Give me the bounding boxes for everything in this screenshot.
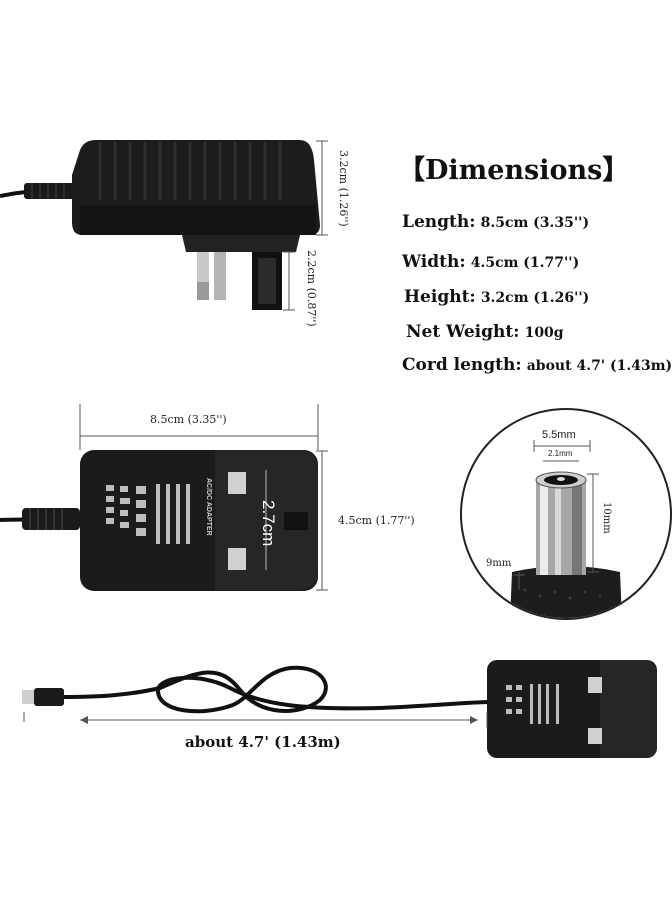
spec-label: Net Weight:	[406, 322, 520, 342]
spec-value: 8.5cm (3.35'')	[480, 215, 590, 231]
dc-connector-closeup	[460, 408, 672, 620]
connector-outer-label: 5.5mm	[542, 429, 576, 441]
spec-label: Height:	[404, 287, 476, 307]
spec-cord-length: Cord length: about 4.7' (1.43m)	[402, 355, 672, 375]
pin-spacing-label: 2.7cm	[259, 500, 278, 547]
spec-weight: Net Weight: 100g	[406, 322, 564, 342]
spec-length: Length: 8.5cm (3.35'')	[402, 212, 589, 232]
side-height-label: 3.2cm (1.26'')	[337, 150, 350, 227]
front-view-adapter	[22, 450, 318, 591]
spec-value: 4.5cm (1.77'')	[470, 255, 580, 271]
spec-label: Cord length:	[402, 355, 522, 375]
spec-label: Length:	[402, 212, 476, 232]
cord-length-label: about 4.7' (1.43m)	[185, 733, 341, 751]
spec-value: 3.2cm (1.26'')	[480, 290, 590, 306]
spec-value: 100g	[524, 325, 564, 341]
front-length-label: 8.5cm (3.35'')	[150, 413, 227, 426]
spec-label: Width:	[402, 252, 466, 272]
side-view-adapter	[24, 140, 320, 310]
side-pin-label: 2.2cm (0.87'')	[305, 250, 318, 327]
spec-width: Width: 4.5cm (1.77'')	[402, 252, 579, 272]
connector-base-label: 9mm	[486, 558, 512, 569]
spec-height: Height: 3.2cm (1.26'')	[404, 287, 589, 307]
cord-view	[22, 660, 657, 758]
connector-length-label: 10mm	[601, 502, 612, 534]
connector-inner-label: 2.1mm	[548, 449, 573, 458]
dimensions-title: 【Dimensions】	[398, 155, 630, 186]
front-width-label: 4.5cm (1.77'')	[338, 514, 415, 527]
adapter-print-label: AC/DC ADAPTER	[205, 478, 212, 536]
spec-value: about 4.7' (1.43m)	[526, 358, 672, 374]
